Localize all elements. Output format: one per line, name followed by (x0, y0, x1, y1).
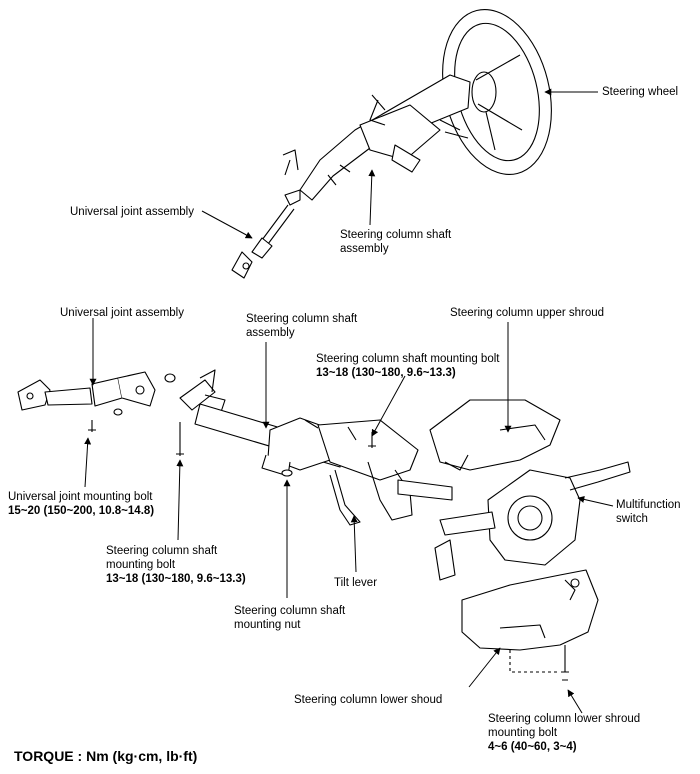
label-column-shaft-exploded-line1: Steering column shaft (246, 313, 358, 325)
label-column-shaft-exploded-line2: assembly (246, 327, 295, 339)
label-tilt-lever: Tilt lever (334, 577, 378, 589)
label-steering-wheel: Steering wheel (602, 86, 679, 98)
exploded-column-shaft-drawing (88, 369, 453, 526)
label-multifunction-line2: switch (616, 513, 648, 525)
label-column-shaft-top: Steering column shaft assembly (340, 228, 451, 256)
label-shaft-mount-bolt-left-line1: Steering column shaft (106, 545, 218, 557)
top-universal-joint-drawing (231, 189, 301, 279)
label-mount-nut: Steering column shaft mounting nut (234, 604, 345, 632)
label-shaft-mount-bolt-left: Steering column shaft mounting bolt 13~1… (106, 544, 246, 586)
top-column-drawing (282, 74, 471, 201)
label-multifunction-switch: Multifunction switch (616, 498, 681, 526)
label-column-shaft-top-line2: assembly (340, 243, 389, 255)
label-column-shaft-top-line1: Steering column shaft (340, 229, 452, 241)
torque-units-note: TORQUE : Nm (kg·cm, lb·ft) (14, 748, 198, 764)
torque-shaft-mount-bolt-top: 13~18 (130~180, 9.6~13.3) (316, 367, 456, 379)
label-mount-nut-line1: Steering column shaft (234, 605, 346, 617)
label-lower-shroud: Steering column lower shoud (294, 694, 443, 706)
torque-uj-mount-bolt: 15~20 (150~200, 10.8~14.8) (8, 505, 155, 517)
torque-shaft-mount-bolt-left: 13~18 (130~180, 9.6~13.3) (106, 573, 246, 585)
upper-shroud-drawing (429, 399, 561, 471)
torque-lower-shroud-bolt: 4~6 (40~60, 3~4) (488, 741, 577, 753)
label-lower-shroud-bolt-line1: Steering column lower shroud (488, 713, 641, 725)
lower-shroud-drawing (461, 569, 599, 681)
multifunction-switch-drawing (434, 461, 631, 581)
label-mount-nut-line2: mounting nut (234, 619, 301, 631)
label-shaft-mount-bolt-top-name: Steering column shaft mounting bolt (316, 353, 500, 365)
label-column-shaft-exploded: Steering column shaft assembly (246, 312, 357, 340)
label-upper-shroud: Steering column upper shroud (450, 307, 605, 319)
label-universal-joint-top: Universal joint assembly (70, 206, 194, 218)
label-lower-shroud-bolt-line2: mounting bolt (488, 727, 558, 739)
steering-wheel-drawing (442, 8, 552, 176)
label-uj-mount-bolt-name: Universal joint mounting bolt (8, 491, 153, 503)
label-lower-shroud-bolt: Steering column lower shroud mounting bo… (488, 712, 640, 754)
label-uj-mount-bolt: Universal joint mounting bolt 15~20 (150… (8, 490, 154, 518)
exploded-universal-joint-drawing (17, 371, 176, 416)
label-shaft-mount-bolt-left-line2: mounting bolt (106, 559, 176, 571)
label-multifunction-line1: Multifunction (616, 499, 681, 511)
label-shaft-mount-bolt-top: Steering column shaft mounting bolt 13~1… (316, 352, 499, 380)
label-universal-joint-exploded: Universal joint assembly (60, 307, 184, 319)
